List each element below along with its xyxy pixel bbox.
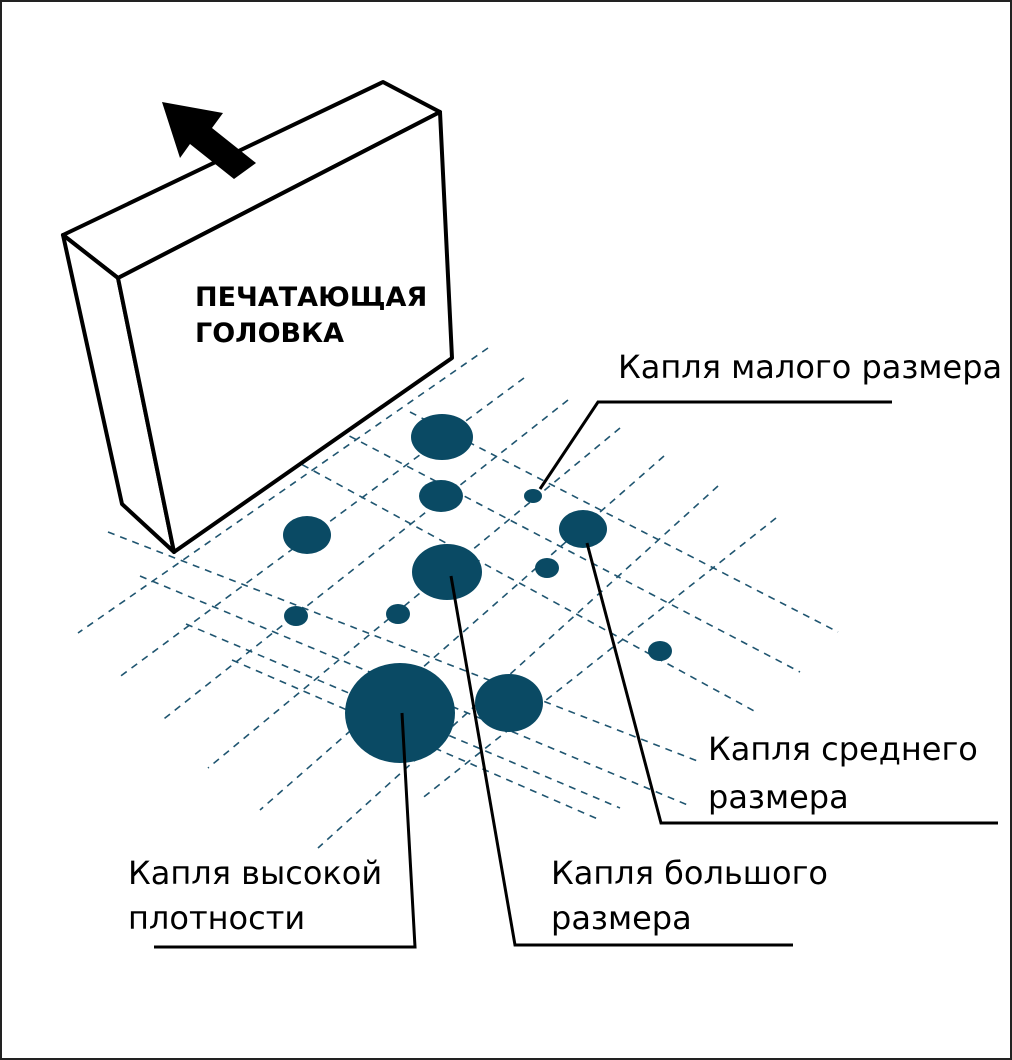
droplet-large xyxy=(412,544,482,600)
leader-lines xyxy=(154,400,998,949)
label-small-drop: Капля малого размера xyxy=(618,348,1002,386)
leader-high-density xyxy=(154,712,417,949)
label-large-drop-line1: Капля большого xyxy=(551,854,828,892)
grid-line xyxy=(409,411,839,633)
grid-line xyxy=(419,517,777,801)
grid-line xyxy=(259,455,665,811)
grid-line xyxy=(107,531,701,763)
label-medium-drop-line1: Капля среднего xyxy=(708,730,978,768)
droplet xyxy=(411,414,473,460)
print-head-label-line1: ПЕЧАТАЮЩАЯ xyxy=(195,282,427,313)
grid-line xyxy=(207,427,621,769)
grid-line xyxy=(139,575,691,807)
leader-medium xyxy=(585,542,998,825)
droplet xyxy=(386,604,410,624)
droplet xyxy=(648,641,672,661)
substrate-grid xyxy=(77,347,839,849)
leader-small xyxy=(538,400,892,490)
droplets xyxy=(283,414,672,763)
droplet xyxy=(283,516,331,554)
droplet-high-density xyxy=(345,663,455,763)
grid-line xyxy=(77,347,489,634)
print-head: ПЕЧАТАЮЩАЯ ГОЛОВКА xyxy=(61,80,454,554)
label-large-drop-line2: размера xyxy=(551,899,692,937)
droplet xyxy=(284,606,308,626)
leader-large xyxy=(449,575,793,947)
label-medium-drop-line2: размера xyxy=(708,778,849,816)
movement-arrow-icon xyxy=(162,102,256,179)
grid-line xyxy=(267,445,757,713)
droplet xyxy=(535,558,559,578)
droplet xyxy=(419,480,463,512)
print-head-front-face xyxy=(116,110,454,554)
droplet xyxy=(475,674,543,732)
grid-line xyxy=(337,429,801,673)
droplet-medium xyxy=(559,510,607,548)
label-high-density-line2: плотности xyxy=(128,899,305,937)
droplet-small xyxy=(524,489,542,503)
grid-line xyxy=(159,399,569,723)
label-high-density-line1: Капля высокой xyxy=(128,854,382,892)
print-head-label-line2: ГОЛОВКА xyxy=(195,318,344,349)
